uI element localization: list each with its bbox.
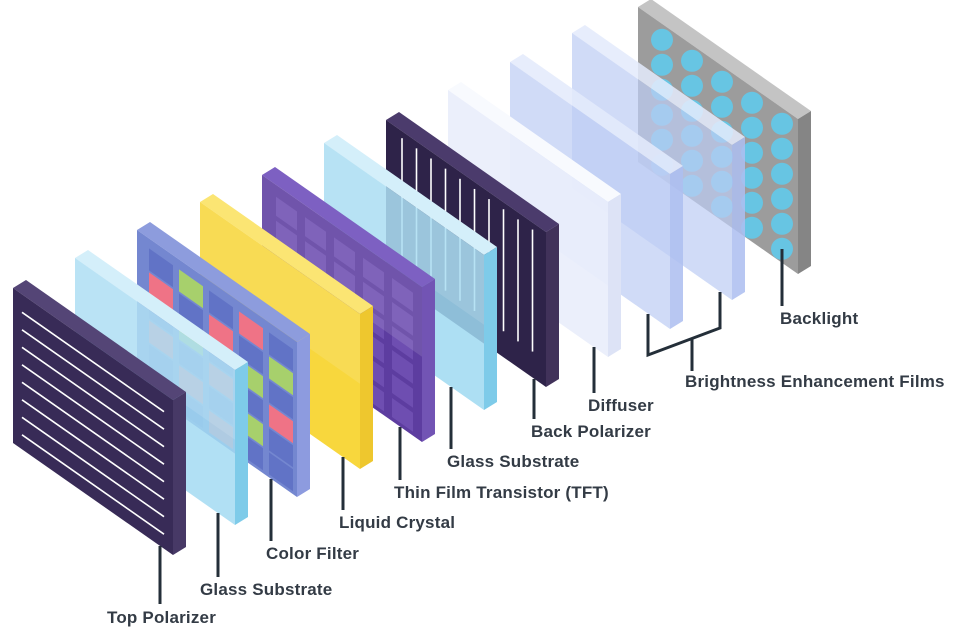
pixel-cell bbox=[392, 278, 413, 312]
pixel-cell bbox=[392, 326, 413, 360]
led-dot bbox=[771, 112, 793, 135]
polarizer-line bbox=[21, 381, 165, 483]
led-dot bbox=[771, 137, 793, 160]
polarizer-line bbox=[21, 399, 165, 500]
polarizer-line bbox=[21, 364, 165, 465]
pixel-cell bbox=[179, 269, 203, 309]
layer-thin-film-transistor-top-edge bbox=[262, 167, 435, 287]
layer-color-filter-top-edge bbox=[137, 222, 310, 342]
layer-brightness-enhancement-film-1-top-edge bbox=[510, 54, 683, 174]
pixel-cell bbox=[334, 261, 355, 296]
label-brightness-enhancement-films: Brightness Enhancement Films bbox=[685, 372, 945, 391]
layer-sheen bbox=[200, 202, 360, 384]
pixel-cell bbox=[269, 452, 293, 492]
layer-top-polarizer-side-edge bbox=[173, 392, 186, 555]
pixel-cell bbox=[269, 356, 293, 396]
pixel-cell bbox=[305, 217, 326, 251]
layer-thin-film-transistor-side-edge bbox=[422, 279, 435, 442]
layer-liquid-crystal-side-edge bbox=[360, 306, 373, 469]
led-dot bbox=[711, 70, 733, 93]
layer-backlight-top-edge bbox=[638, 0, 811, 119]
layer-glass-substrate-back-top-edge bbox=[324, 135, 497, 255]
polarizer-line bbox=[21, 311, 165, 413]
polarizer-line bbox=[21, 434, 165, 535]
led-dot bbox=[771, 187, 793, 210]
pixel-cell bbox=[363, 257, 384, 292]
layer-back-polarizer-side-edge bbox=[546, 224, 559, 387]
layer-brightness-enhancement-film-2-side-edge bbox=[732, 137, 745, 300]
led-dot bbox=[681, 74, 703, 97]
pixel-cell bbox=[276, 220, 297, 255]
led-dot bbox=[741, 141, 763, 164]
pixel-cell bbox=[239, 335, 263, 375]
label-color-filter: Color Filter bbox=[266, 544, 360, 563]
layer-backlight-side-edge bbox=[798, 111, 811, 274]
pixel-cell bbox=[209, 314, 233, 354]
led-dot bbox=[741, 116, 763, 139]
layer-top-polarizer-face bbox=[13, 288, 173, 555]
led-dot bbox=[741, 216, 763, 239]
bef-bracket bbox=[646, 292, 722, 358]
led-dot bbox=[681, 49, 703, 72]
layer-glass-substrate-front-top-edge bbox=[75, 250, 248, 370]
layer-brightness-enhancement-film-2-top-edge bbox=[572, 25, 745, 145]
pixel-cell bbox=[276, 196, 297, 231]
led-dot bbox=[741, 91, 763, 114]
pixel-cell bbox=[305, 241, 326, 275]
layer-glass-substrate-back-side-edge bbox=[484, 247, 497, 410]
pixel-cell bbox=[392, 302, 413, 336]
pixel-cell bbox=[392, 350, 413, 384]
pixel-cell bbox=[392, 374, 413, 408]
led-dot bbox=[711, 95, 733, 118]
layer-back-polarizer-top-edge bbox=[386, 112, 559, 232]
label-thin-film-transistor: Thin Film Transistor (TFT) bbox=[394, 483, 609, 502]
label-liquid-crystal: Liquid Crystal bbox=[339, 513, 456, 532]
led-dot bbox=[651, 28, 673, 51]
led-dot bbox=[771, 162, 793, 185]
pixel-cell bbox=[363, 281, 384, 316]
layer-sheen bbox=[324, 143, 484, 325]
label-back-polarizer: Back Polarizer bbox=[531, 422, 651, 441]
polarizer-line bbox=[21, 329, 165, 430]
layer-glass-substrate-front-side-edge bbox=[235, 362, 248, 525]
layer-liquid-crystal-top-edge bbox=[200, 194, 373, 314]
layer-top-polarizer-top-edge bbox=[13, 280, 186, 400]
polarizer-line bbox=[21, 346, 165, 448]
led-dot bbox=[741, 166, 763, 189]
pixel-cell bbox=[209, 290, 233, 330]
pixel-cell bbox=[149, 248, 173, 288]
label-diffuser: Diffuser bbox=[588, 396, 654, 415]
led-dot bbox=[651, 53, 673, 76]
pixel-cell bbox=[179, 293, 203, 333]
label-glass-substrate-front: Glass Substrate bbox=[200, 580, 333, 599]
layer-color-filter-side-edge bbox=[297, 334, 310, 497]
label-top-polarizer: Top Polarizer bbox=[107, 608, 217, 627]
led-dot bbox=[771, 237, 793, 260]
layer-sheen bbox=[262, 175, 422, 357]
pixel-cell bbox=[392, 398, 413, 432]
polarizer-line bbox=[21, 416, 165, 518]
label-backlight: Backlight bbox=[780, 309, 859, 328]
pixel-cell bbox=[269, 332, 293, 372]
pixel-cell bbox=[269, 404, 293, 444]
layer-sheen bbox=[75, 258, 235, 440]
pixel-cell bbox=[334, 237, 355, 272]
pixel-cell bbox=[269, 428, 293, 468]
label-glass-substrate-back: Glass Substrate bbox=[447, 452, 580, 471]
pixel-cell bbox=[149, 272, 173, 312]
layer-top-polarizer bbox=[13, 280, 186, 555]
led-dot bbox=[771, 212, 793, 235]
led-dot bbox=[741, 191, 763, 214]
layer-diffuser-top-edge bbox=[448, 82, 621, 202]
layer-brightness-enhancement-film-1-side-edge bbox=[670, 166, 683, 329]
layer-diffuser-side-edge bbox=[608, 194, 621, 357]
pixel-cell bbox=[239, 311, 263, 351]
pixel-cell bbox=[269, 380, 293, 420]
